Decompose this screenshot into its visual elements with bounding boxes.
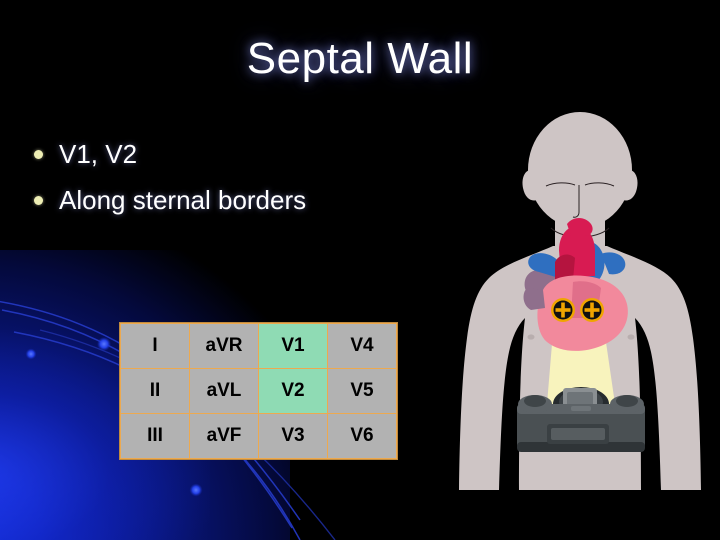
- head-shape: [528, 112, 632, 228]
- table-row: III aVF V3 V6: [120, 413, 397, 459]
- lead-cell-V6: V6: [327, 413, 397, 459]
- round-bullet-icon: [34, 195, 43, 205]
- lead-cell-V5: V5: [327, 368, 397, 414]
- camera-graphic: [517, 387, 645, 452]
- table-row: I aVR V1 V4: [120, 323, 397, 369]
- lead-cell-V1: V1: [258, 323, 328, 369]
- decor-dot: [97, 337, 111, 351]
- bullet-label: Along sternal borders: [59, 184, 307, 215]
- anatomy-figure: [459, 112, 701, 490]
- lead-cell-II: II: [120, 368, 190, 414]
- ecg-lead-table: I aVR V1 V4 II aVL V2 V5 III aVF V3 V6: [120, 323, 397, 459]
- lead-cell-III: III: [120, 413, 190, 459]
- jaw-shape: [623, 170, 638, 201]
- slide-title: Septal Wall: [246, 34, 474, 83]
- lead-cell-V2: V2: [258, 368, 328, 414]
- lead-cell-V3: V3: [258, 413, 328, 459]
- bullet-list: V1, V2 Along sternal borders: [34, 131, 464, 223]
- round-bullet-icon: [34, 149, 43, 159]
- jaw-shape: [522, 170, 537, 201]
- chest-mark: [627, 334, 635, 340]
- table-row: II aVL V2 V5: [120, 368, 397, 414]
- electrode-v2: [580, 298, 604, 322]
- heart-graphic: [523, 218, 628, 351]
- lead-cell-aVL: aVL: [189, 368, 259, 414]
- list-item: V1, V2: [34, 131, 464, 177]
- decor-dot: [189, 483, 203, 497]
- electrode-v1: [551, 298, 575, 322]
- decor-dot: [25, 348, 37, 360]
- list-item: Along sternal borders: [34, 177, 464, 223]
- lead-cell-I: I: [120, 323, 190, 369]
- lead-cell-V4: V4: [327, 323, 397, 369]
- chest-mark: [527, 334, 535, 340]
- lead-cell-aVF: aVF: [189, 413, 259, 459]
- bullet-label: V1, V2: [59, 138, 138, 169]
- lead-cell-aVR: aVR: [189, 323, 259, 369]
